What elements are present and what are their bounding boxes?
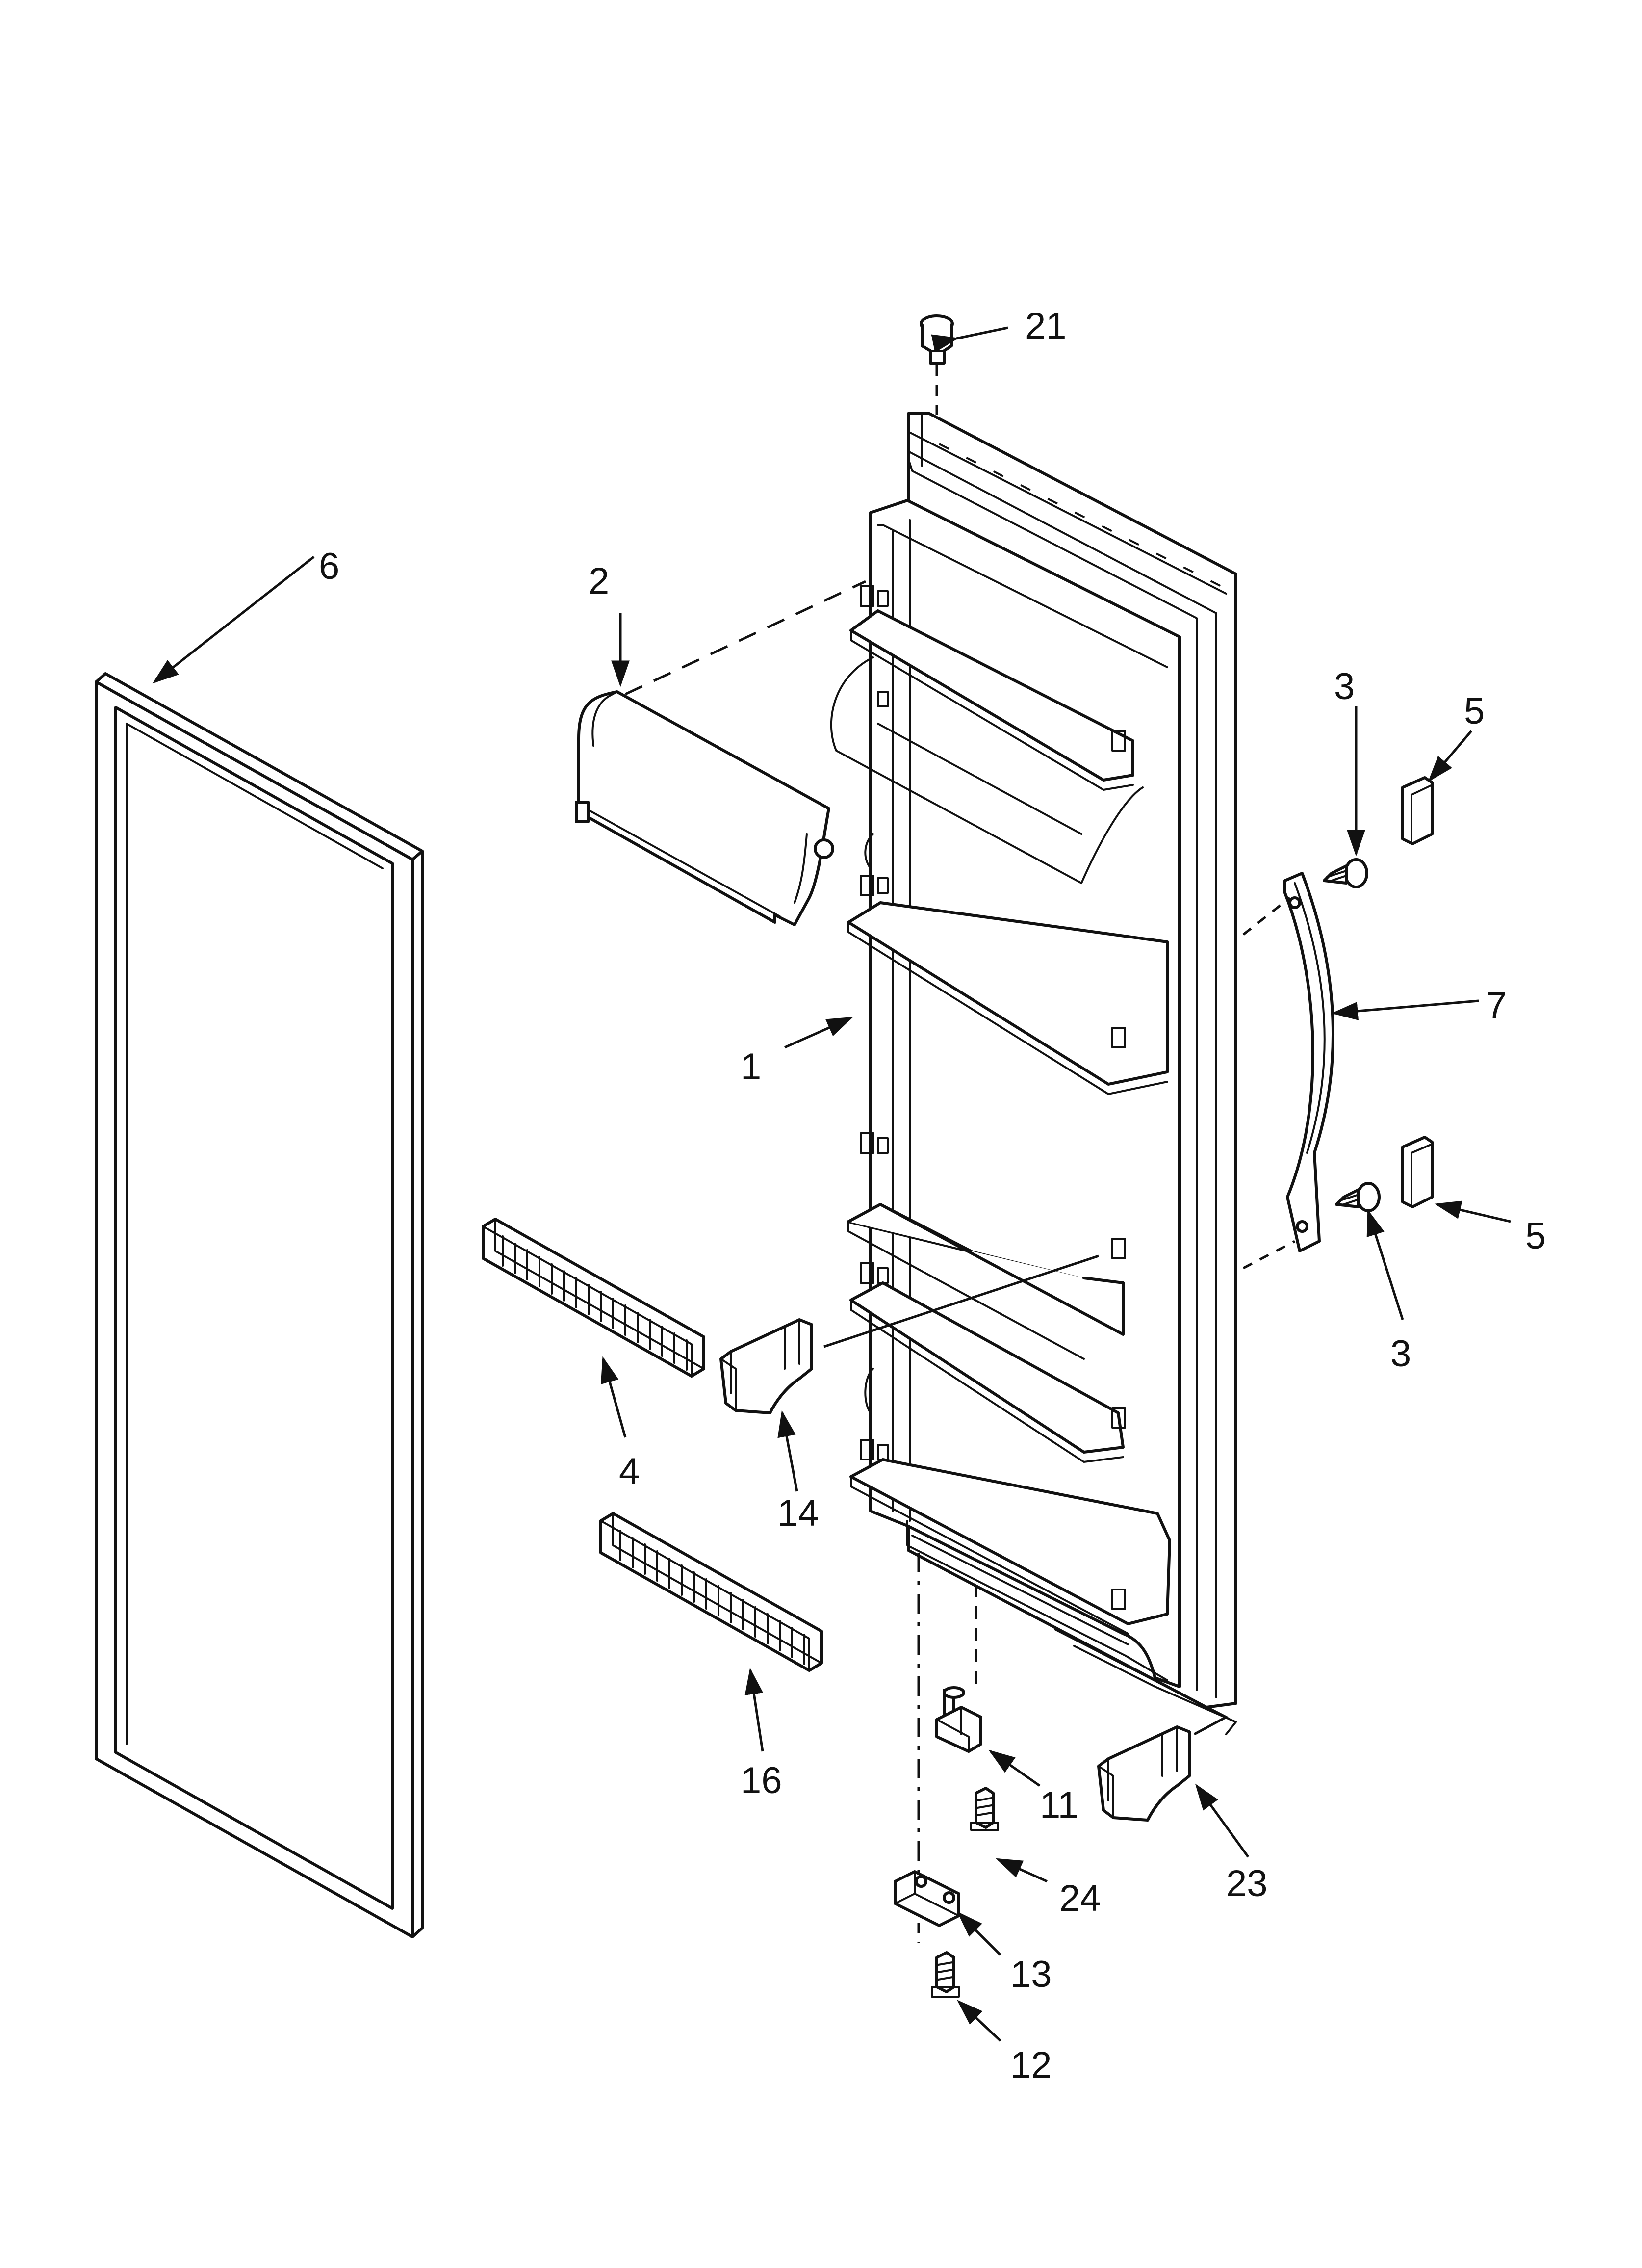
callout-2: 2	[589, 560, 609, 602]
shelf-rail-upper-part	[482, 1218, 705, 1378]
handle-cap-bottom-part	[1401, 1136, 1434, 1208]
dairy-door-part	[575, 690, 834, 926]
handle-dash-bottom	[1242, 1240, 1296, 1270]
handle-dash-top	[1242, 897, 1291, 936]
rail-end-cap-line	[823, 1254, 1099, 1348]
door-handle-part	[1283, 872, 1334, 1252]
callout-11: 11	[1040, 1784, 1078, 1826]
rail-end-cap-part	[719, 1318, 813, 1414]
callout-3-top: 3	[1334, 666, 1355, 707]
rail-end-cap-right-part	[1097, 1725, 1191, 1822]
handle-screw-bottom-part	[1335, 1182, 1381, 1212]
dairy-door-dash	[624, 580, 867, 696]
callout-12: 12	[1010, 2044, 1052, 2086]
door-gasket-part	[95, 672, 424, 1938]
callout-7: 7	[1486, 985, 1507, 1026]
callout-1: 1	[741, 1046, 761, 1088]
callout-24: 24	[1059, 1877, 1101, 1919]
callout-6: 6	[319, 546, 339, 587]
callout-23: 23	[1226, 1863, 1268, 1904]
callout-4: 4	[619, 1451, 640, 1492]
bottom-hinge-part	[935, 1686, 982, 1753]
leader-arrows	[152, 326, 1511, 2042]
callout-21: 16	[741, 1760, 782, 1801]
callout-3-bottom: 3	[1390, 1333, 1411, 1375]
callout-5-bottom: 5	[1525, 1215, 1546, 1257]
hinge-screw-part	[970, 1787, 999, 1831]
shelf-rail-lower-part	[599, 1512, 823, 1672]
callout-5-top: 5	[1464, 690, 1485, 732]
hinge-bracket-part	[894, 1870, 960, 1927]
rail-end-cap-right-line	[1053, 1627, 1229, 1736]
handle-screw-top-part	[1323, 858, 1368, 888]
bracket-screw-part	[931, 1951, 960, 1998]
handle-cap-top-part	[1401, 776, 1434, 845]
plug-button-part	[920, 314, 954, 365]
callout-16: 21	[1025, 305, 1067, 347]
door-liner-part	[830, 412, 1237, 1735]
callout-14: 14	[777, 1492, 819, 1534]
callout-13: 13	[1010, 1954, 1052, 1995]
